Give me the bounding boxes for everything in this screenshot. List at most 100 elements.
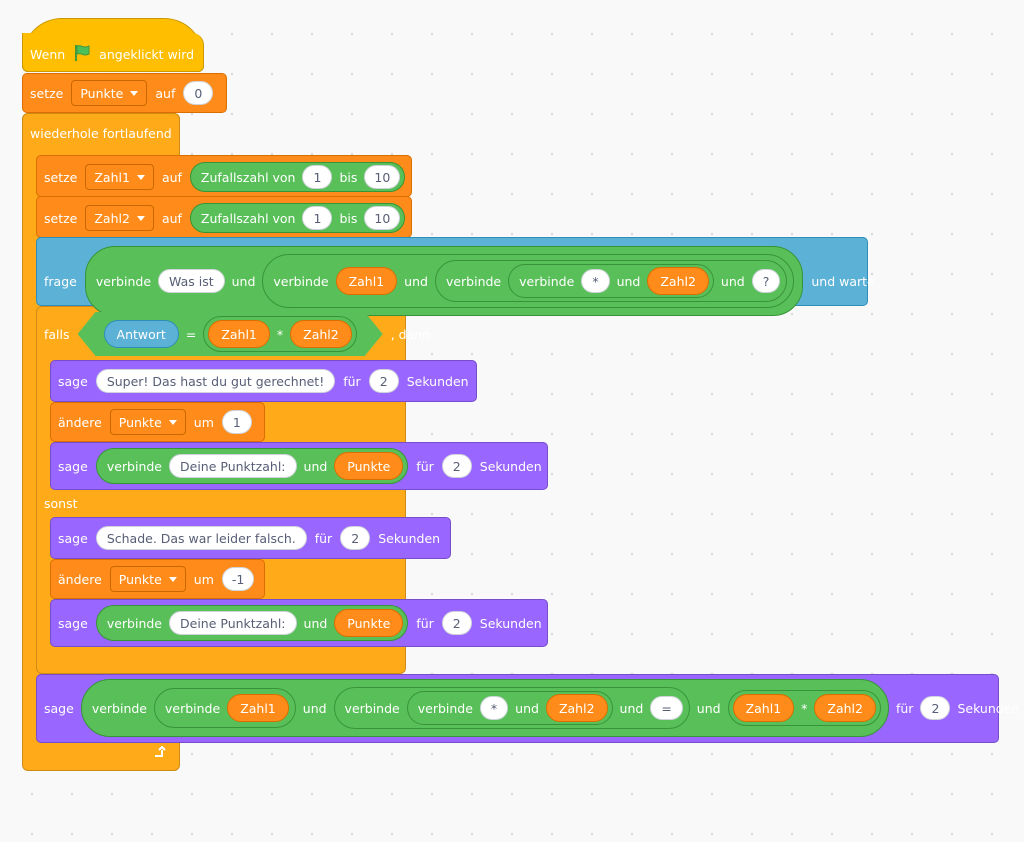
text-input[interactable]: = bbox=[650, 696, 683, 720]
ask-label: frage bbox=[44, 273, 77, 289]
set-punkte-row: setze Punkte auf 0 bbox=[30, 80, 214, 106]
seconds-unit: Sekunden bbox=[378, 530, 441, 546]
set-zahl2-row: setze Zahl2 auf Zufallszahl von 1 bis 10 bbox=[44, 203, 406, 233]
seconds-input[interactable]: 2 bbox=[441, 611, 472, 635]
join-reporter[interactable]: verbinde Was ist und verbinde Zahl1 und … bbox=[84, 246, 804, 316]
variable-reporter-zahl1[interactable]: Zahl1 bbox=[227, 694, 289, 722]
to-label: auf bbox=[161, 169, 182, 185]
change-plus-row: ändere Punkte um 1 bbox=[58, 409, 252, 435]
variable-dropdown-zahl2[interactable]: Zahl2 bbox=[85, 205, 154, 231]
set-zahl1-row: setze Zahl1 auf Zufallszahl von 1 bis 10 bbox=[44, 162, 406, 192]
random-to-input[interactable]: 10 bbox=[364, 206, 401, 230]
green-flag-icon bbox=[73, 44, 91, 65]
when-flag-hat-bottom bbox=[22, 33, 204, 72]
join-reporter[interactable]: verbinde Deine Punktzahl: und Punkte bbox=[95, 605, 409, 641]
dropdown-value: Zahl2 bbox=[94, 210, 130, 226]
forever-label-row: wiederhole fortlaufend bbox=[30, 126, 172, 141]
variable-reporter-zahl1[interactable]: Zahl1 bbox=[208, 320, 270, 348]
random-from-input[interactable]: 1 bbox=[302, 165, 333, 189]
und-label: und bbox=[616, 273, 641, 289]
else-label: sonst bbox=[44, 496, 78, 511]
say-label: sage bbox=[44, 700, 74, 716]
join-reporter[interactable]: verbinde Deine Punktzahl: und Punkte bbox=[95, 448, 409, 484]
variable-dropdown-punkte[interactable]: Punkte bbox=[109, 409, 186, 435]
variable-reporter-zahl1[interactable]: Zahl1 bbox=[335, 267, 398, 295]
answer-reporter[interactable]: Antwort bbox=[104, 320, 179, 348]
join-reporter[interactable]: verbinde Zahl1 bbox=[154, 688, 296, 728]
join-reporter[interactable]: verbinde Zahl1 und verbinde verbinde * u… bbox=[262, 254, 795, 308]
chevron-down-icon bbox=[168, 419, 177, 425]
say-super-row: sage Super! Das hast du gut gerechnet! f… bbox=[58, 369, 469, 393]
variable-dropdown-punkte[interactable]: Punkte bbox=[109, 566, 186, 592]
text-input[interactable]: ? bbox=[751, 269, 781, 293]
und-label: und bbox=[231, 273, 256, 289]
say-label: sage bbox=[58, 373, 88, 389]
message-input[interactable]: Super! Das hast du gut gerechnet! bbox=[95, 369, 336, 393]
chevron-down-icon bbox=[136, 174, 145, 180]
change-value-input[interactable]: 1 bbox=[221, 410, 252, 434]
random-to-input[interactable]: 10 bbox=[364, 165, 401, 189]
hat-text-before: Wenn bbox=[30, 47, 66, 62]
say-label: sage bbox=[58, 530, 88, 546]
join-reporter[interactable]: verbinde verbinde Zahl1 und verbinde ver… bbox=[80, 679, 889, 737]
loop-arrow-icon bbox=[152, 745, 166, 763]
forever-footer bbox=[152, 745, 166, 763]
seconds-input[interactable]: 2 bbox=[441, 454, 472, 478]
dropdown-value: Punkte bbox=[80, 85, 124, 101]
forever-label: wiederhole fortlaufend bbox=[30, 126, 172, 141]
und-label: und bbox=[302, 700, 327, 716]
equals-label: = bbox=[185, 326, 197, 342]
text-input[interactable]: Deine Punktzahl: bbox=[169, 611, 297, 635]
chevron-down-icon bbox=[136, 215, 145, 221]
multiply-operator[interactable]: Zahl1 * Zahl2 bbox=[727, 690, 881, 726]
seconds-unit: Sekunden bbox=[479, 615, 542, 631]
join-label: verbinde bbox=[445, 273, 502, 289]
if-row: falls Antwort = Zahl1 * Zahl2 , dann bbox=[44, 312, 430, 356]
join-label: verbinde bbox=[344, 700, 400, 716]
seconds-input[interactable]: 2 bbox=[368, 369, 399, 393]
for-label: für bbox=[314, 530, 333, 546]
say-score1-row: sage verbinde Deine Punktzahl: und Punkt… bbox=[58, 448, 542, 484]
variable-reporter-punkte[interactable]: Punkte bbox=[334, 609, 404, 637]
join-label: verbinde bbox=[273, 273, 329, 289]
join-reporter[interactable]: verbinde verbinde * und Zahl2 und = bbox=[333, 687, 690, 729]
say-label: sage bbox=[58, 615, 88, 631]
multiply-operator[interactable]: Zahl1 * Zahl2 bbox=[203, 316, 356, 352]
variable-dropdown-punkte[interactable]: Punkte bbox=[71, 80, 148, 106]
random-from-input[interactable]: 1 bbox=[302, 206, 333, 230]
seconds-input[interactable]: 2 bbox=[920, 696, 951, 720]
variable-reporter-punkte[interactable]: Punkte bbox=[334, 452, 404, 480]
join-label: verbinde bbox=[165, 700, 221, 716]
text-input[interactable]: * bbox=[581, 269, 610, 293]
und-label: und bbox=[404, 273, 428, 289]
hat-text-after: angeklickt wird bbox=[99, 47, 195, 62]
say-label: sage bbox=[58, 458, 88, 474]
by-label: um bbox=[193, 414, 214, 430]
value-input[interactable]: 0 bbox=[183, 81, 214, 105]
equals-operator[interactable]: Antwort = Zahl1 * Zahl2 bbox=[78, 312, 383, 356]
random-reporter[interactable]: Zufallszahl von 1 bis 10 bbox=[189, 203, 406, 233]
text-input[interactable]: * bbox=[479, 696, 509, 720]
multiply-label: * bbox=[276, 326, 284, 342]
say-score2-row: sage verbinde Deine Punktzahl: und Punkt… bbox=[58, 605, 542, 641]
join-reporter[interactable]: verbinde * und Zahl2 bbox=[406, 691, 613, 725]
variable-reporter-zahl2[interactable]: Zahl2 bbox=[647, 267, 709, 295]
join-reporter[interactable]: verbinde verbinde * und Zahl2 und ? bbox=[434, 260, 788, 302]
variable-reporter-zahl2[interactable]: Zahl2 bbox=[290, 320, 352, 348]
join-label: verbinde bbox=[106, 615, 162, 631]
join-reporter[interactable]: verbinde * und Zahl2 bbox=[508, 264, 714, 298]
text-input[interactable]: Deine Punktzahl: bbox=[169, 454, 297, 478]
text-input[interactable]: Was ist bbox=[158, 269, 225, 293]
message-input[interactable]: Schade. Das war leider falsch. bbox=[95, 526, 307, 550]
for-label: für bbox=[343, 373, 361, 389]
variable-dropdown-zahl1[interactable]: Zahl1 bbox=[85, 164, 154, 190]
variable-reporter-zahl2[interactable]: Zahl2 bbox=[545, 694, 608, 722]
random-reporter[interactable]: Zufallszahl von 1 bis 10 bbox=[189, 162, 406, 192]
variable-reporter-zahl2[interactable]: Zahl2 bbox=[814, 694, 876, 722]
variable-reporter-zahl1[interactable]: Zahl1 bbox=[732, 694, 795, 722]
dropdown-value: Punkte bbox=[118, 414, 162, 430]
change-label: ändere bbox=[58, 571, 102, 587]
change-value-input[interactable]: -1 bbox=[221, 567, 255, 591]
to-label: auf bbox=[161, 210, 182, 226]
seconds-input[interactable]: 2 bbox=[340, 526, 371, 550]
